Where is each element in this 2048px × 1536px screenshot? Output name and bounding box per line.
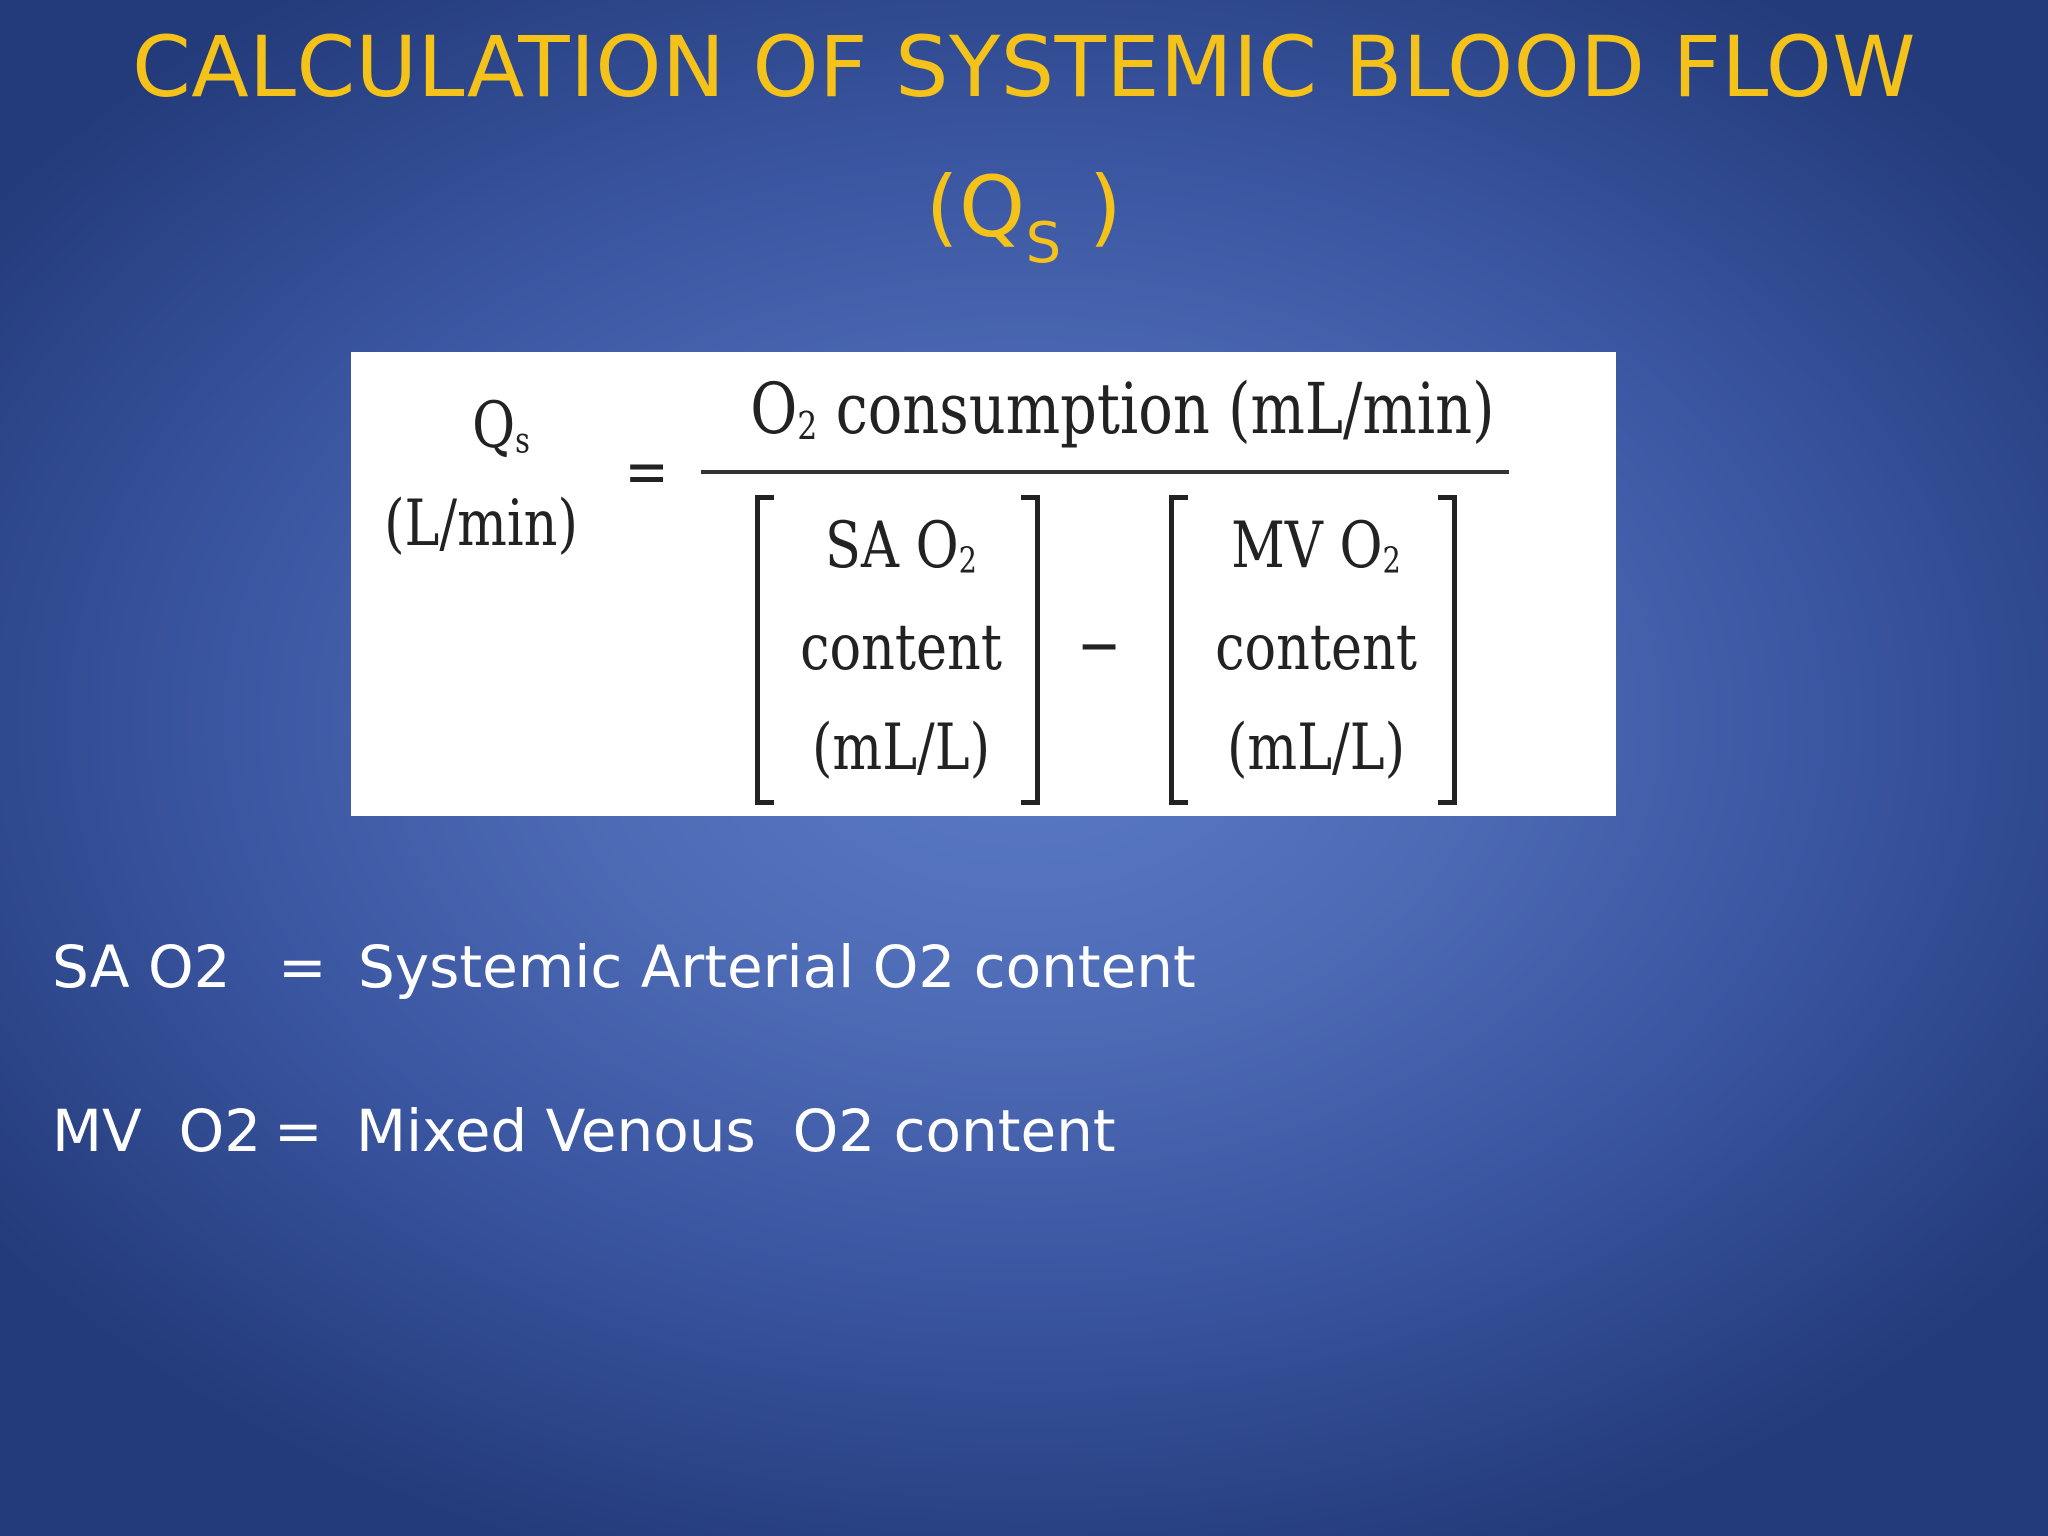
numerator-o: O [750, 368, 798, 450]
slide-title-symbol: (QS ) [0, 158, 2048, 276]
mv-right-bracket [1438, 495, 1457, 805]
mv-label-subscript: 2 [1382, 540, 1401, 582]
fraction-line [701, 470, 1509, 474]
title-symbol-open: (Q [925, 158, 1026, 256]
formula-numerator: O2 consumption (mL/min) [750, 374, 1494, 449]
sa-left-bracket [755, 495, 774, 805]
formula-lhs-symbol: Qs [452, 394, 550, 458]
definition-sa-equals: = [278, 933, 327, 1001]
title-symbol-subscript: S [1025, 211, 1062, 276]
sa-label-subscript: 2 [958, 540, 977, 582]
sa-content-label: content [800, 611, 1002, 685]
numerator-subscript: 2 [797, 403, 818, 449]
mv-left-bracket [1169, 495, 1188, 805]
formula-minus: − [1077, 609, 1121, 683]
definition-mv-term: MV O2 [52, 1097, 262, 1165]
sa-label-text: SA O [825, 509, 959, 583]
formula-lhs-unit: (L/min) [384, 487, 578, 561]
definition-sa-meaning: Systemic Arterial O2 content [358, 933, 1196, 1001]
formula-equals: = [624, 435, 669, 509]
mv-content-label: content [1215, 611, 1417, 685]
definition-mv-equals: = [274, 1097, 323, 1165]
definition-mv-meaning: Mixed Venous O2 content [356, 1097, 1116, 1165]
mv-unit-label: (mL/L) [1226, 711, 1406, 785]
title-symbol-close: ) [1061, 158, 1123, 256]
sa-o2-label: SA O2 [794, 514, 1007, 578]
formula-image: Qs (L/min) = O2 consumption (mL/min) SA … [351, 352, 1616, 816]
lhs-subscript: s [515, 420, 530, 462]
definition-sa-term: SA O2 [52, 933, 231, 1001]
numerator-text: consumption (mL/min) [817, 368, 1495, 450]
sa-unit-label: (mL/L) [811, 711, 991, 785]
sa-right-bracket [1021, 495, 1040, 805]
mv-label-text: MV O [1231, 509, 1383, 583]
lhs-q: Q [472, 389, 516, 463]
slide-title: CALCULATION OF SYSTEMIC BLOOD FLOW [132, 18, 1916, 116]
mv-o2-label: MV O2 [1209, 514, 1424, 578]
